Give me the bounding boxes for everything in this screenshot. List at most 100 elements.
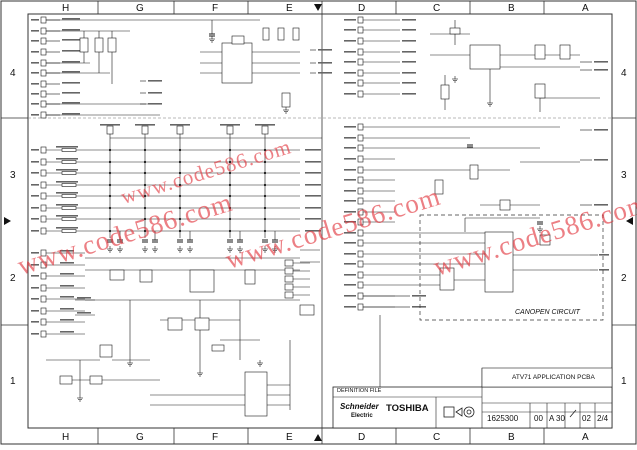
connector-pin	[357, 37, 364, 45]
row-ticks	[1, 117, 636, 326]
resistor	[61, 206, 77, 210]
label-mark	[62, 102, 80, 104]
label-mark	[31, 103, 39, 105]
column-labels-bottom: H G F E D C B A	[62, 432, 589, 443]
junction-dot	[228, 171, 232, 175]
connector-pin	[40, 181, 47, 189]
canopen-box	[419, 214, 604, 321]
label-mark	[255, 124, 275, 126]
label-mark	[170, 124, 190, 126]
transistor	[99, 344, 113, 358]
label-mark	[318, 49, 332, 51]
label-mark	[31, 62, 39, 64]
label-mark	[344, 40, 356, 42]
connector-pin	[357, 303, 364, 311]
label-mark	[305, 161, 321, 163]
junction-dot	[143, 206, 147, 210]
label-mark	[344, 82, 356, 84]
label-mark	[62, 39, 80, 41]
connector-pin	[357, 48, 364, 56]
label-mark	[344, 93, 356, 95]
label-mark	[31, 51, 39, 53]
connector-pin	[40, 48, 47, 56]
label-mark	[31, 287, 39, 289]
label-mark	[305, 230, 321, 232]
label-mark	[599, 269, 609, 271]
label-mark	[62, 113, 80, 115]
label-mark	[412, 306, 426, 308]
canopen-label: CANOPEN CIRCUIT	[515, 309, 581, 316]
resistor	[261, 125, 269, 135]
connector-pin	[40, 27, 47, 35]
connector-pin	[357, 218, 364, 226]
connector-pin	[357, 123, 364, 131]
col-label: D	[358, 432, 365, 443]
label-mark	[402, 40, 416, 42]
junction-dot	[143, 148, 147, 152]
junction-dot	[108, 229, 112, 233]
label-mark	[344, 263, 356, 265]
transistor	[194, 317, 210, 331]
label-mark	[594, 204, 608, 206]
junction-dot	[108, 217, 112, 221]
inductor	[284, 259, 294, 267]
resistor	[277, 27, 285, 41]
brand-toshiba: TOSHIBA	[386, 403, 429, 414]
projection-symbol	[443, 406, 455, 418]
label-mark	[344, 51, 356, 53]
label-mark	[318, 62, 332, 64]
label-mark	[31, 93, 39, 95]
col-label: E	[286, 432, 293, 443]
label-mark	[31, 218, 39, 220]
label-mark	[344, 158, 356, 160]
label-mark	[77, 312, 91, 314]
junction-dot	[108, 194, 112, 198]
junction-dot	[228, 148, 232, 152]
junction-dot	[263, 148, 267, 152]
label-mark	[31, 149, 39, 151]
col-label: C	[433, 432, 440, 443]
label-mark	[402, 51, 416, 53]
label-mark	[305, 184, 321, 186]
resistor	[61, 183, 77, 187]
label-mark	[344, 295, 356, 297]
connector-pin	[357, 281, 364, 289]
label-mark	[56, 146, 78, 148]
row-labels: 4 3 2 1 4 3 2 1	[10, 68, 627, 387]
connector-pin	[357, 229, 364, 237]
connector-pin	[40, 261, 47, 269]
label-mark	[402, 19, 416, 21]
label-mark	[594, 69, 608, 71]
label-mark	[220, 124, 240, 126]
connector-pin	[357, 144, 364, 152]
resistor	[434, 179, 444, 195]
label-mark	[594, 129, 608, 131]
label-mark	[62, 61, 80, 63]
resistor	[534, 44, 546, 60]
label-mark	[77, 297, 91, 299]
document-title: ATV71 APPLICATION PCBA	[512, 374, 595, 381]
junction-dot	[143, 171, 147, 175]
row-label: 4	[621, 68, 627, 79]
inductor	[284, 291, 294, 299]
resistor	[226, 125, 234, 135]
inductor	[284, 275, 294, 283]
ic-chip	[244, 269, 256, 285]
label-mark	[305, 207, 321, 209]
label-mark	[31, 184, 39, 186]
resistor	[440, 84, 450, 100]
label-mark	[31, 310, 39, 312]
label-mark	[56, 192, 78, 194]
connector-pin	[40, 111, 47, 119]
label-mark	[344, 126, 356, 128]
junction-dot	[228, 229, 232, 233]
junction-dot	[143, 217, 147, 221]
label-mark	[60, 296, 74, 298]
label-mark	[344, 211, 356, 213]
inductor	[284, 283, 294, 291]
ic-chip	[189, 269, 215, 293]
connector-pin	[357, 79, 364, 87]
label-mark	[62, 29, 80, 31]
resistor	[141, 125, 149, 135]
